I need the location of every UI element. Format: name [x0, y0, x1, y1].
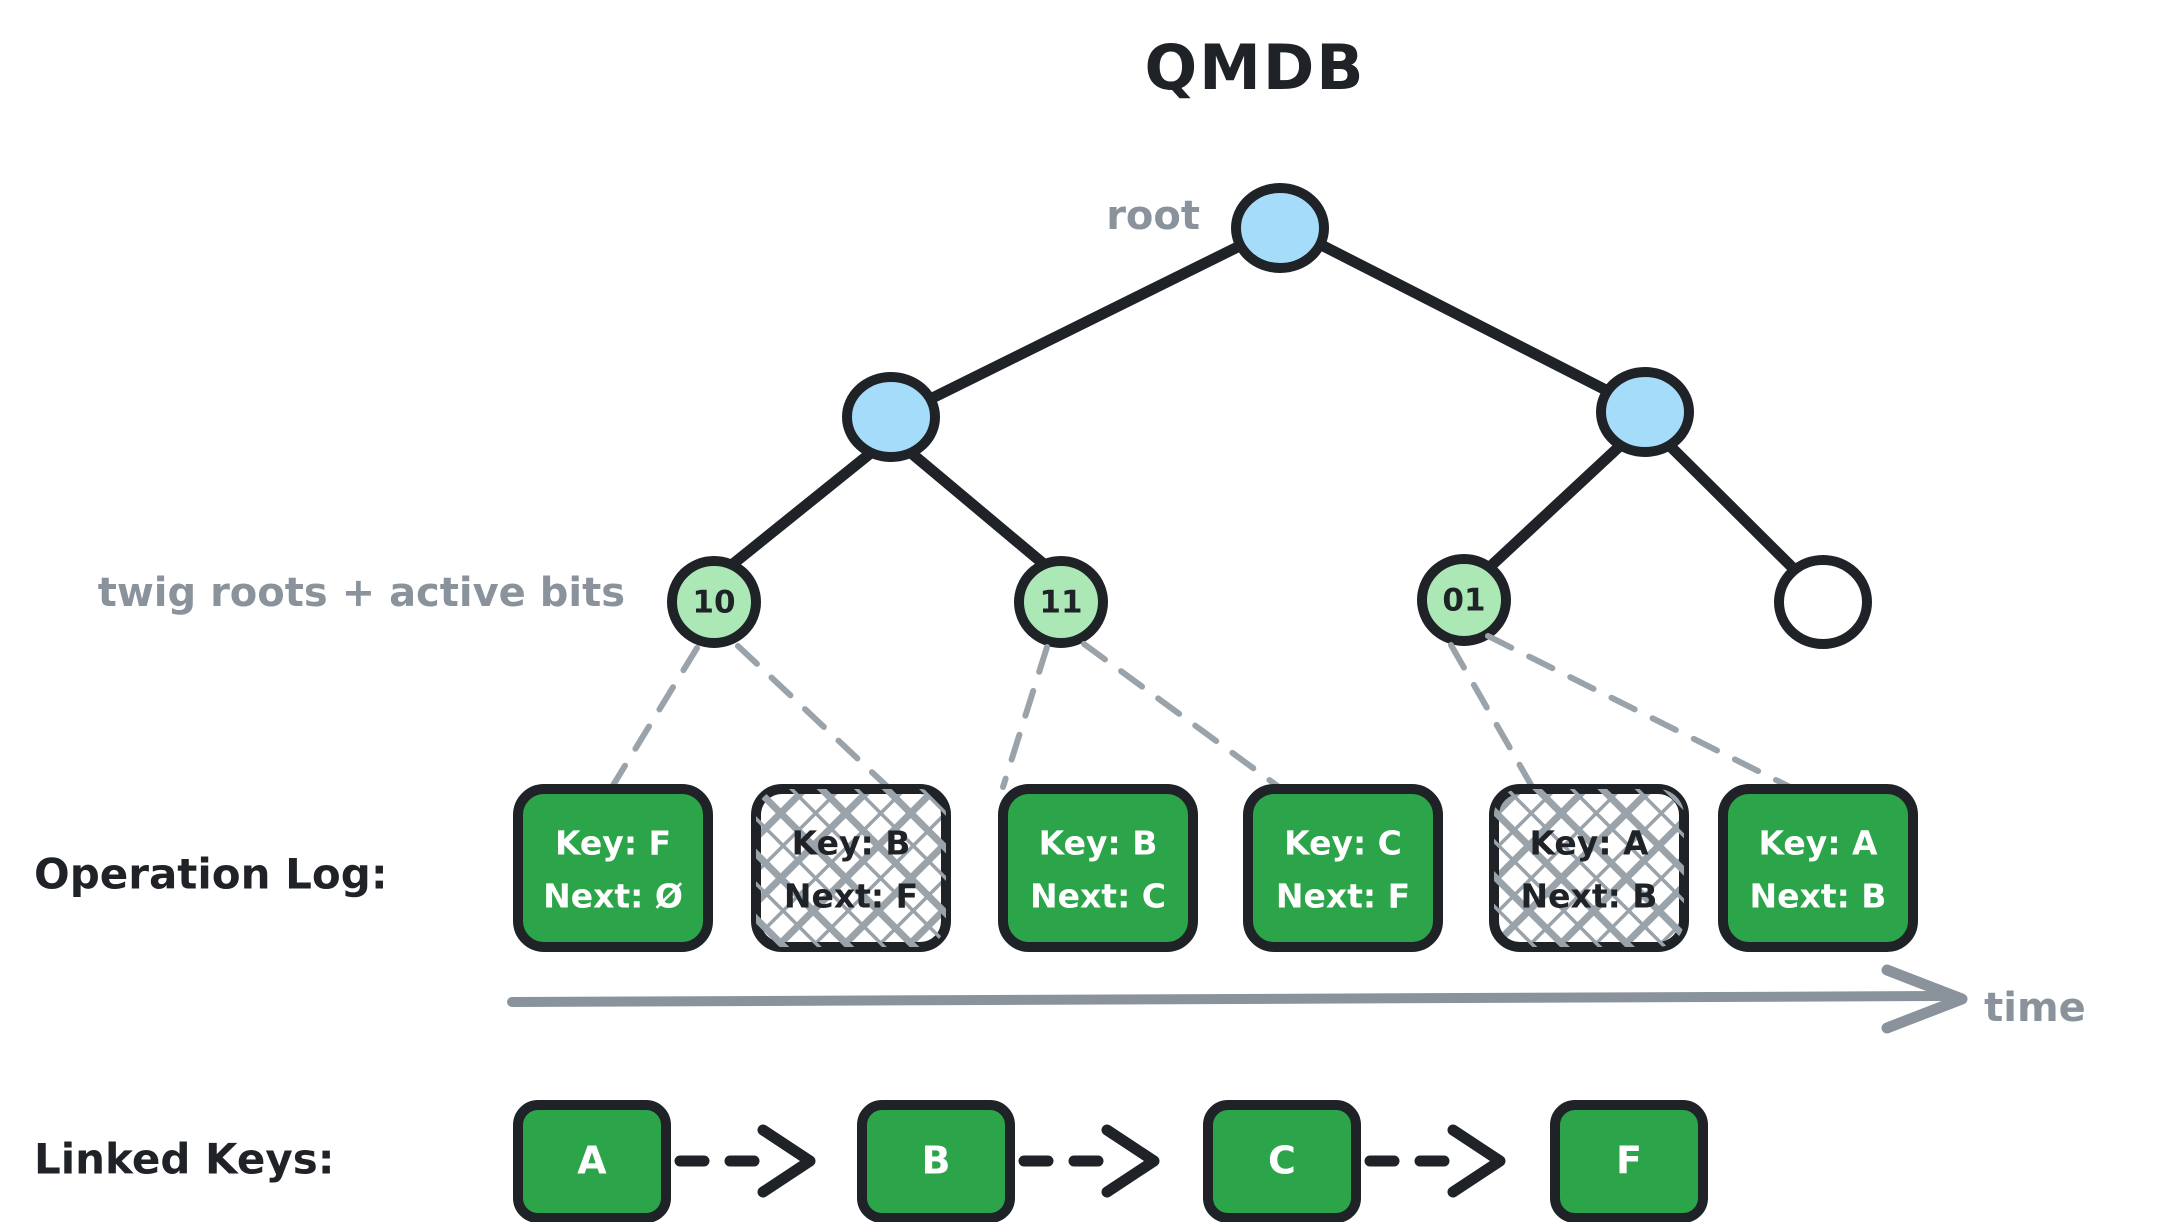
edge-root-left: [892, 224, 1278, 421]
tree-node-root[interactable]: [1231, 183, 1329, 273]
oplog-entry[interactable]: Key: B Next: F: [751, 784, 951, 952]
oplog-entry-next: Next: F: [784, 877, 918, 916]
oplog-entry-hatch-overlay: [1494, 789, 1684, 947]
oplog-entry-next: Next: C: [1030, 877, 1166, 916]
linked-key-label: C: [1268, 1139, 1296, 1183]
linked-key-node[interactable]: F: [1550, 1100, 1708, 1223]
edge-l1a-twig10: [712, 446, 878, 582]
oplog-entry-box[interactable]: [513, 784, 713, 952]
oplog-entry-key: Key: C: [1284, 824, 1402, 863]
link-twig01-entry6: [1485, 633, 1793, 790]
time-axis-label: time: [1984, 985, 2086, 1031]
twig-node-01-label: 01: [1442, 583, 1485, 619]
link-twig10-entry1: [609, 645, 700, 790]
oplog-entry-key: Key: B: [1039, 824, 1158, 863]
tree-node-internal-right[interactable]: [1596, 367, 1694, 457]
twig-node-11[interactable]: [1014, 556, 1108, 648]
oplog-entry-next: Next: B: [1521, 877, 1658, 916]
oplog-entry-box[interactable]: [998, 784, 1198, 952]
linked-key-node[interactable]: C: [1203, 1100, 1361, 1223]
operation-log-label: Operation Log:: [34, 850, 388, 899]
oplog-entry-key: Key: A: [1529, 824, 1649, 863]
linked-key-label: B: [922, 1139, 951, 1183]
linked-keys-label: Linked Keys:: [34, 1135, 335, 1184]
linked-key-arrowhead-icon: [757, 1124, 816, 1198]
linked-key-box[interactable]: [1550, 1100, 1708, 1223]
linked-key-box[interactable]: [513, 1100, 671, 1223]
root-label: root: [1106, 193, 1200, 239]
edge-l1b-twigempty: [1662, 438, 1811, 586]
linked-key-box[interactable]: [857, 1100, 1015, 1223]
time-axis: time: [507, 964, 2086, 1034]
operation-log-row: Key: F Next: Ø Key: B Next: F Key: B Nex…: [513, 784, 1918, 952]
link-twig11-entry3: [1000, 644, 1050, 790]
time-axis-arrowhead-icon: [1881, 964, 1968, 1034]
oplog-entry-box[interactable]: [1718, 784, 1918, 952]
twig-node-11-label: 11: [1039, 585, 1082, 621]
linked-keys-row: A B C F: [513, 1100, 1708, 1223]
oplog-entry-key: Key: B: [792, 824, 911, 863]
linked-key-arrowhead-icon: [1447, 1124, 1506, 1198]
oplog-entry-next: Next: Ø: [543, 877, 683, 916]
linked-key-label: A: [577, 1139, 607, 1183]
twig-node-01[interactable]: [1417, 554, 1511, 646]
link-twig01-entry5: [1448, 642, 1537, 793]
link-twig10-entry2: [735, 643, 896, 795]
linked-key-label: F: [1616, 1139, 1642, 1183]
twig-node-empty[interactable]: [1774, 555, 1872, 649]
tree-nodes: 10 11 01: [667, 183, 1872, 649]
edge-root-right: [1282, 222, 1651, 416]
linked-key-arrowhead-icon: [1101, 1124, 1160, 1198]
oplog-entry-next: Next: B: [1750, 877, 1887, 916]
twig-node-10-label: 10: [692, 585, 735, 621]
oplog-entry[interactable]: Key: A Next: B: [1489, 784, 1689, 952]
oplog-entry[interactable]: Key: C Next: F: [1243, 784, 1443, 952]
linked-key-box[interactable]: [1203, 1100, 1361, 1223]
oplog-entry[interactable]: Key: B Next: C: [998, 784, 1198, 952]
oplog-entry[interactable]: Key: F Next: Ø: [513, 784, 713, 952]
page-title: QMDB: [1144, 31, 1365, 104]
oplog-entry-box[interactable]: [1243, 784, 1443, 952]
linked-key-node[interactable]: A: [513, 1100, 671, 1223]
oplog-entry-key: Key: A: [1758, 824, 1878, 863]
oplog-entry-next: Next: F: [1276, 877, 1410, 916]
oplog-entry-hatch-overlay: [756, 789, 946, 947]
link-twig11-entry4: [1081, 641, 1286, 793]
twig-node-10[interactable]: [667, 556, 761, 648]
twig-entry-links: [609, 633, 1793, 795]
twig-roots-label: twig roots + active bits: [98, 570, 625, 616]
oplog-entry-key: Key: F: [555, 824, 671, 863]
oplog-entry[interactable]: Key: A Next: B: [1718, 784, 1918, 952]
time-axis-line: [507, 991, 1953, 1007]
edge-l1a-twig11: [904, 446, 1064, 582]
edge-l1b-twig01: [1472, 438, 1628, 584]
linked-key-node[interactable]: B: [857, 1100, 1015, 1223]
tree-edges: [712, 222, 1811, 586]
tree-node-internal-left[interactable]: [842, 372, 940, 462]
